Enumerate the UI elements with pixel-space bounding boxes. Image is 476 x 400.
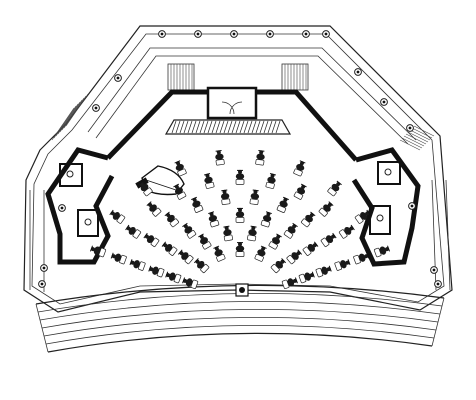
musician-icon (373, 245, 391, 258)
musician-icon (223, 225, 233, 242)
musician-icon (164, 211, 180, 228)
musician-icon (354, 209, 371, 224)
musician-icon (334, 259, 351, 271)
musician-icon (293, 160, 306, 177)
musician-icon (320, 232, 337, 247)
musician-icon (268, 233, 282, 250)
musician-icon (300, 211, 316, 228)
musician-icon (110, 252, 127, 265)
musician-icon (174, 160, 187, 177)
column-icon (58, 204, 66, 212)
column-icon (408, 202, 416, 210)
stage-riser (164, 119, 292, 135)
musician-icon (213, 245, 226, 262)
musician-icon (109, 209, 126, 224)
column-icon (354, 68, 362, 76)
musician-icon (182, 277, 199, 289)
musician-icon (255, 149, 265, 166)
musician-icon (247, 225, 257, 242)
musician-icon (254, 245, 267, 262)
column-icon (114, 74, 122, 82)
musician-icon (215, 149, 225, 166)
musician-icon (249, 189, 260, 206)
column-icon (302, 30, 310, 38)
musician-icon (146, 201, 162, 217)
outer-shell (23, 25, 453, 313)
musician-icon (177, 249, 194, 265)
musician-icon (204, 173, 215, 189)
column-icon (406, 124, 414, 132)
musician-icon (327, 180, 342, 197)
musician-icon (220, 189, 231, 206)
column-icon (380, 98, 388, 106)
musician-icon (281, 277, 298, 289)
column-icon (40, 264, 48, 272)
musician-icon (276, 196, 289, 213)
musician-icon (315, 265, 332, 278)
musician-icon (235, 169, 245, 185)
conductor-podium-icon (235, 283, 249, 297)
musician-icon (148, 265, 165, 278)
musician-icon (161, 241, 178, 256)
musician-icon (165, 271, 182, 284)
column-icon (38, 280, 46, 288)
musician-icon (302, 241, 319, 256)
musician-icon (338, 224, 355, 239)
musician-icon (353, 252, 370, 265)
musician-icon (173, 183, 187, 200)
musician-icon (138, 180, 153, 197)
column-icon (194, 30, 202, 38)
column-icon (322, 30, 330, 38)
musician-icon (265, 173, 276, 189)
musician-icon (198, 233, 212, 250)
musician-icon (143, 232, 160, 247)
musician-icon (283, 222, 298, 239)
musician-icon (286, 249, 303, 265)
column-icon (230, 30, 238, 38)
perimeter-columns (38, 30, 442, 288)
musician-icon (318, 201, 334, 217)
musician-icon (298, 271, 315, 284)
musician-icon (191, 196, 204, 213)
musician-icon (208, 211, 220, 228)
musician-icon (193, 258, 210, 274)
musician-icon (125, 224, 142, 239)
musician-icon (182, 222, 197, 239)
musician-icon (235, 207, 245, 223)
column-icon (92, 104, 100, 112)
column-icon (158, 30, 166, 38)
musician-icon (235, 242, 245, 257)
column-icon (434, 280, 442, 288)
column-icon (266, 30, 274, 38)
orchestra-seating (89, 149, 391, 289)
musician-icon (129, 259, 146, 271)
column-icon (430, 266, 438, 274)
musician-icon (260, 211, 272, 228)
musician-icon (293, 183, 307, 200)
musician-icon (270, 258, 287, 274)
hall-walls (45, 86, 421, 267)
musician-icon (89, 245, 107, 258)
upper-stairs (51, 63, 435, 151)
